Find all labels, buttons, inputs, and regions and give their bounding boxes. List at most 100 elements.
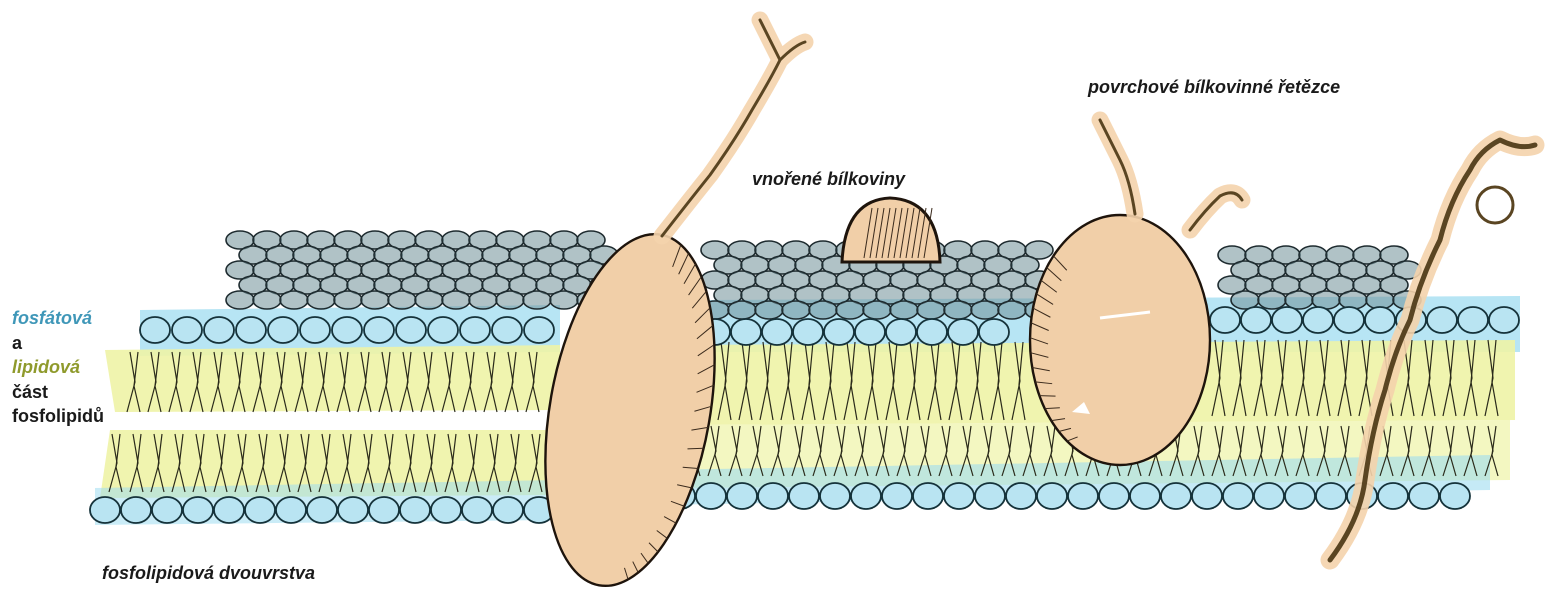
phosphate-head (276, 497, 306, 523)
embedded-protein-body (1030, 215, 1210, 465)
back-head (782, 301, 810, 319)
back-head (917, 301, 945, 319)
phosphate-head (90, 497, 120, 523)
phosphate-head (369, 497, 399, 523)
back-head (755, 301, 783, 319)
phosphate-head (1440, 483, 1470, 509)
back-head (944, 301, 972, 319)
phosphate-head (1334, 307, 1364, 333)
phosphate-head (1365, 307, 1395, 333)
phosphate-head (1223, 483, 1253, 509)
phosphate-head (1161, 483, 1191, 509)
chain-embedded-right (1190, 193, 1242, 230)
phosphate-head (975, 483, 1005, 509)
phosphate-head (1285, 483, 1315, 509)
phosphate-head (758, 483, 788, 509)
back-heads-left (226, 231, 618, 309)
back-head (971, 301, 999, 319)
phosphate-head (332, 317, 362, 343)
phosphate-head (1210, 307, 1240, 333)
back-head (253, 291, 281, 309)
back-head (442, 291, 470, 309)
back-head (226, 291, 254, 309)
back-head (280, 291, 308, 309)
surface-chains-label: povrchové bílkovinné řetězce (1088, 76, 1340, 98)
phosphate-head (948, 319, 978, 345)
phosphate-head (944, 483, 974, 509)
phosphate-head (1192, 483, 1222, 509)
back-head (307, 291, 335, 309)
phosphate-head (364, 317, 394, 343)
phosphate-head (1303, 307, 1333, 333)
back-head (890, 301, 918, 319)
phosphate-head (121, 497, 151, 523)
back-head (728, 301, 756, 319)
phosphate-head (204, 317, 234, 343)
back-head (523, 291, 551, 309)
chain-glow (1100, 120, 1135, 214)
phosphate-head (762, 319, 792, 345)
phosphate-head (524, 317, 554, 343)
heads-bottom-left (90, 497, 554, 523)
back-head (1339, 291, 1367, 309)
chain-embedded-left (1100, 120, 1135, 214)
phosphate-head (1241, 307, 1271, 333)
phosphate-head (855, 319, 885, 345)
phosphate-head (428, 317, 458, 343)
phosphate-head (245, 497, 275, 523)
side-label-and: a (12, 331, 104, 356)
phosphate-head (824, 319, 854, 345)
phosphate-head (307, 497, 337, 523)
phosphate-head (214, 497, 244, 523)
phosphate-head (1316, 483, 1346, 509)
bilayer-label: fosfolipidová dvouvrstva (102, 562, 315, 584)
chain-top-protein (662, 20, 805, 236)
phosphate-head (152, 497, 182, 523)
phosphate-head (462, 497, 492, 523)
side-label-lipid: lipidová (12, 355, 104, 380)
chain-loop (1477, 187, 1513, 223)
phosphate-head (789, 483, 819, 509)
phosphate-head (1130, 483, 1160, 509)
back-heads-right (1218, 246, 1421, 309)
back-head (998, 301, 1026, 319)
phosphate-head (400, 497, 430, 523)
phosphate-head (268, 317, 298, 343)
phosphate-head (1099, 483, 1129, 509)
back-head (1258, 291, 1286, 309)
phosphate-head (1254, 483, 1284, 509)
phosphate-head (1378, 483, 1408, 509)
phosphate-head (300, 317, 330, 343)
phosphate-head (1409, 483, 1439, 509)
phosphate-head (917, 319, 947, 345)
back-head (334, 291, 362, 309)
phosphate-head (172, 317, 202, 343)
phosphate-head (492, 317, 522, 343)
phosphate-head (731, 319, 761, 345)
phosphate-head (1037, 483, 1067, 509)
phosphate-head (851, 483, 881, 509)
phosphate-head (1489, 307, 1519, 333)
phosphate-head (1068, 483, 1098, 509)
phosphate-head (431, 497, 461, 523)
small-embedded-protein (842, 198, 940, 262)
side-label-phospholipids: fosfolipidů (12, 404, 104, 429)
back-head (388, 291, 416, 309)
phosphate-head (338, 497, 368, 523)
embedded-protein (1030, 215, 1210, 465)
phosphate-head (820, 483, 850, 509)
chain-glow (662, 20, 805, 236)
phosphate-head (882, 483, 912, 509)
phosphate-head (1427, 307, 1457, 333)
back-head (415, 291, 443, 309)
phosphate-head (493, 497, 523, 523)
back-head (836, 301, 864, 319)
back-head (809, 301, 837, 319)
embedded-proteins-label: vnořené bílkoviny (752, 168, 905, 190)
phosphate-head (1006, 483, 1036, 509)
back-head (469, 291, 497, 309)
side-label-phosphate: fosfátová (12, 306, 104, 331)
phosphate-head (183, 497, 213, 523)
phosphate-head (696, 483, 726, 509)
